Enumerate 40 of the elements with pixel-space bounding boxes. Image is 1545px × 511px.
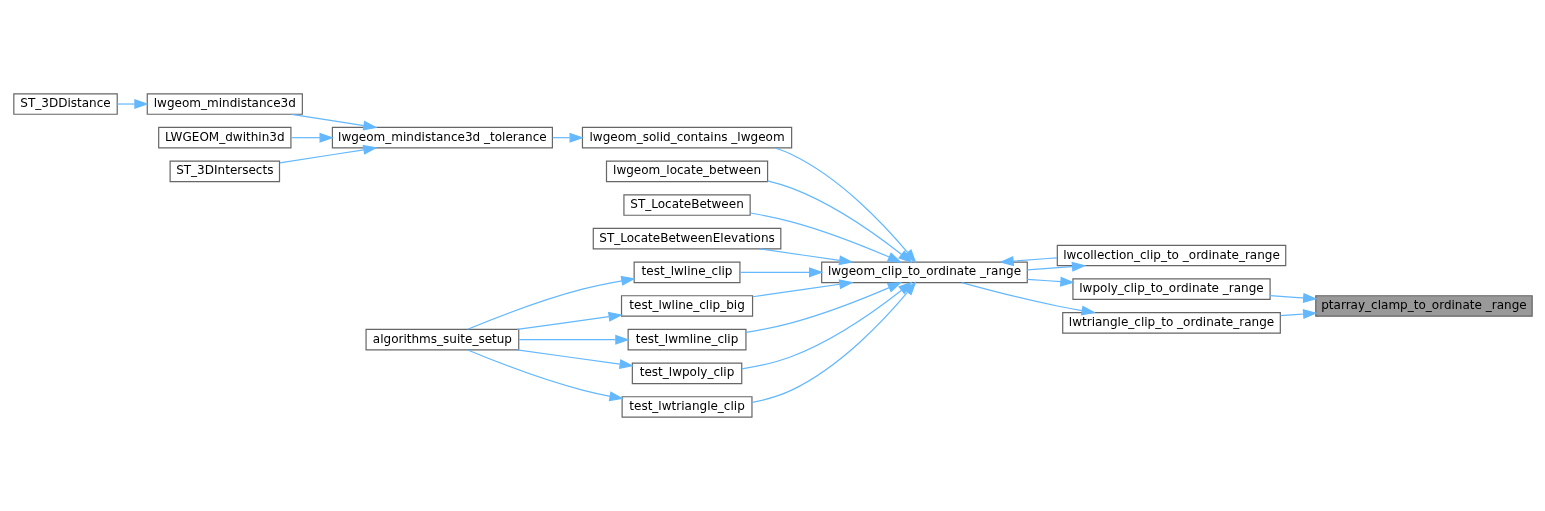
arrow — [116, 98, 149, 110]
arrow — [745, 282, 902, 333]
arrow — [1026, 276, 1075, 287]
arrow — [290, 113, 378, 131]
node-box: lwtriangle_clip_to _ordinate_range — [1061, 312, 1281, 334]
arrow — [1279, 309, 1317, 320]
arrow — [1269, 292, 1318, 303]
node-box: lwcollection_clip_to _ordinate_range — [1056, 244, 1286, 267]
node-box: test_lwpoly_clip — [631, 362, 742, 385]
arrow — [998, 256, 1058, 267]
node-box: LWGEOM_dwithin3d — [157, 126, 292, 149]
arrow — [517, 334, 630, 345]
node-box: lwgeom_locate_between — [605, 160, 768, 183]
node-box: ST_LocateBetweenElevations — [592, 227, 781, 250]
node-box: test_lwline_clip_big — [620, 295, 753, 317]
arrow — [960, 282, 1096, 316]
arrow — [466, 349, 624, 402]
node-box: test_lwline_clip — [633, 261, 741, 284]
node-box: lwpoly_clip_to_ordinate _range — [1071, 278, 1271, 300]
arrow — [1026, 261, 1086, 272]
arrow — [751, 279, 854, 298]
node-box: ST_3DIntersects — [169, 160, 280, 183]
arrow — [278, 144, 378, 164]
node-box: ST_3DDistance — [12, 93, 118, 115]
arrow — [290, 132, 334, 143]
arrow — [758, 248, 854, 266]
node-box: test_lwtriangle_clip — [621, 396, 753, 418]
node-box: ST_LocateBetween — [622, 194, 751, 216]
node-box: lwgeom_mindistance3d _tolerance — [331, 126, 553, 149]
node-box: lwgeom_clip_to_ordinate _range — [820, 261, 1028, 284]
node-box: test_lwmline_clip — [627, 328, 747, 351]
arrow — [516, 349, 634, 370]
arrow — [466, 275, 636, 330]
arrow — [749, 212, 902, 263]
arrow — [516, 311, 623, 331]
node-box: algorithms_suite_setup — [364, 328, 519, 351]
node-box: ptarray_clamp_to_ordinate _range — [1314, 295, 1533, 317]
node-box: lwgeom_solid_contains _lwgeom — [581, 126, 792, 149]
arrow — [739, 267, 823, 278]
node-box: lwgeom_mindistance3d — [146, 93, 303, 115]
